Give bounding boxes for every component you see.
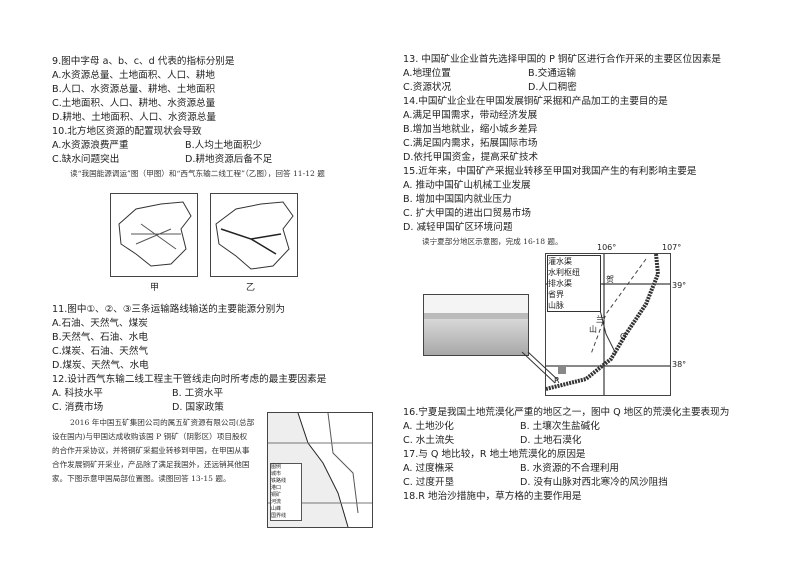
lat-38: 38° — [672, 360, 687, 369]
q13-option-a: A.地理位置 — [403, 68, 451, 79]
label-lan: 兰 — [596, 315, 604, 324]
q11-option-b: B.天然气、石油、水电 — [52, 332, 148, 343]
q13-option-c: C.资源状况 — [403, 82, 452, 93]
q12-option-b: B. 工资水平 — [172, 388, 224, 399]
q16-stem: 16.宁夏是我国土地荒漠化严重的地区之一，图中 Q 地区的荒漠化主要表现为 — [403, 407, 730, 418]
legend-peak: 山峰 — [271, 506, 282, 512]
q14-option-a: A.满足甲国需求，带动经济发展 — [403, 110, 538, 121]
q14-option-c: C.满足国内需求，拓展国际市场 — [403, 138, 538, 149]
lon-106: 106° — [597, 243, 617, 252]
q9-option-c: C.土地面积、人口、耕地、水资源总量 — [52, 98, 216, 109]
photo-grass-checkerboard — [423, 294, 529, 356]
q9-option-d: D.耕地、土地面积、人口、水资源总量 — [52, 112, 216, 123]
intro-11-12: 读“我国能源调运”图（甲图）和“西气东输二线工程”（乙图），回答 11-12 题 — [70, 169, 325, 178]
q10-option-d: D.耕地资源后备不足 — [185, 154, 273, 165]
legend-city: 城市 — [271, 471, 282, 477]
lon-107: 107° — [662, 243, 682, 252]
label-q: Q — [620, 332, 627, 341]
q15-option-c: C. 扩大甲国的进出口贸易市场 — [403, 208, 531, 219]
china-map-outline-icon — [215, 201, 294, 270]
map-energy-transport — [110, 193, 198, 277]
intro-13-15-line1: 2016 年中国五矿集团公司的属五矿资源有限公司(总部 — [70, 418, 255, 427]
intro-16-18: 读宁夏部分地区示意图，完成 16-18 题。 — [422, 237, 563, 246]
q9-option-a: A.水资源总量、土地面积、人口、耕地 — [52, 70, 215, 81]
q11-stem: 11.图中①、②、③三条运输路线输送的主要能源分别为 — [52, 304, 285, 315]
q10-option-c: C.缺水问题突出 — [52, 154, 120, 165]
legend-water-hub: 水利枢纽 — [548, 268, 580, 277]
q15-option-d: D. 减轻甲国矿区环境问题 — [403, 222, 513, 233]
q10-option-b: B.人均土地面积少 — [185, 140, 262, 151]
q14-option-d: D.依托甲国资金，提高采矿技术 — [403, 152, 539, 163]
legend-port: 港口 — [271, 485, 282, 491]
map-west-east-gas — [210, 193, 298, 277]
legend-title: 图例 — [271, 464, 282, 470]
label-shan: 山 — [589, 325, 597, 334]
map-label-jia: 甲 — [150, 283, 160, 293]
q10-stem: 10.北方地区资源的配置现状会导致 — [52, 126, 202, 137]
q16-option-c: C. 水土流失 — [403, 435, 455, 446]
q15-option-a: A. 推动中国矿山机械工业发展 — [403, 180, 531, 191]
map-legend: 图例 城市 铁路线 港口 铜矿 河流 山峰 国界线 — [270, 463, 302, 521]
legend-mountain: 山脉 — [548, 301, 564, 310]
q16-option-b: B. 土壤次生盐碱化 — [520, 421, 600, 432]
q13-option-b: B.交通运输 — [528, 68, 577, 79]
q17-option-a: A. 过度樵采 — [403, 463, 454, 474]
map-label-yi: 乙 — [246, 283, 256, 293]
q12-option-d: D. 国家政策 — [172, 402, 224, 413]
legend-province-border: 省界 — [548, 290, 564, 299]
intro-13-15-line4: 合作发展铜矿开采业，产品除了满足我国外，还远销其他国 — [52, 460, 250, 469]
q17-option-c: C. 过度开垦 — [403, 477, 455, 488]
q15-stem: 15.近年来，中国矿产采掘业转移至甲国对我国产生的有利影响主要是 — [403, 166, 697, 177]
q12-option-c: C. 消费市场 — [52, 402, 104, 413]
q10-option-a: A.水资源浪费严重 — [52, 140, 129, 151]
q14-option-b: B.增加当地就业，缩小城乡差异 — [403, 124, 538, 135]
q17-stem: 17.与 Q 地比较，R 地土地荒漠化的原因是 — [403, 449, 586, 460]
legend-border: 国界线 — [271, 513, 287, 519]
callout-line-icon — [521, 351, 559, 384]
china-map-outline-icon — [118, 201, 192, 267]
q14-stem: 14.中国矿业企业在甲国发展铜矿采掘和产品加工的主要目的是 — [403, 96, 668, 107]
q12-stem: 12.设计西气东输二线工程主干管线走向时所考虑的最主要因素是 — [52, 374, 327, 385]
intro-13-15-line2: 设在国内)与甲国达成收购该国 P 铜矿（阴影区）项目股权 — [52, 432, 248, 441]
q17-option-d: D. 没有山脉对西北寒冷的风沙阻挡 — [520, 477, 668, 488]
map-country-jia: 图例 城市 铁路线 港口 铜矿 河流 山峰 国界线 — [267, 412, 373, 528]
q11-option-a: A.石油、天然气、煤炭 — [52, 318, 148, 329]
q9-stem: 9.图中字母 a、b、c、d 代表的指标分别是 — [52, 56, 235, 67]
q12-option-a: A. 科技水平 — [52, 388, 103, 399]
q9-option-b: B.人口、水资源总量、耕地、土地面积 — [52, 84, 216, 95]
lat-39: 39° — [672, 281, 687, 290]
q11-option-c: C.煤炭、石油、天然气 — [52, 346, 149, 357]
legend-copper-mine: 铜矿 — [271, 492, 282, 498]
label-he: 贺 — [606, 275, 614, 284]
legend-railway: 铁路线 — [271, 478, 287, 484]
legend-river: 河流 — [271, 499, 282, 505]
q13-stem: 13. 中国矿业企业首先选择甲国的 P 铜矿区进行合作开采的主要区位因素是 — [403, 54, 722, 65]
q17-option-b: B. 水资源的不合理利用 — [520, 463, 620, 474]
map-ningxia: 灌水渠 水利枢纽 排水渠 省界 山脉 贺 兰 山 Q R — [545, 253, 671, 396]
q11-option-d: D.煤炭、天然气、水电 — [52, 360, 149, 371]
q15-option-b: B. 增加中国国内就业压力 — [403, 194, 512, 205]
q13-option-d: D.人口稠密 — [528, 82, 577, 93]
map-legend: 灌水渠 水利枢纽 排水渠 省界 山脉 — [547, 255, 601, 312]
q18-stem: 18.R 地治沙措施中，草方格的主要作用是 — [403, 491, 582, 502]
q16-option-a: A. 土地沙化 — [403, 421, 454, 432]
intro-13-15-line5: 家。下图示意甲国局部位置图。读图回答 13-15 题。 — [52, 474, 231, 483]
legend-drainage-canal: 排水渠 — [548, 279, 572, 288]
q16-option-d: D. 土地石漠化 — [520, 435, 582, 446]
label-r: R — [554, 376, 560, 385]
legend-irrigation-canal: 灌水渠 — [548, 257, 572, 266]
intro-13-15-line3: 的合作开采协议，并将铜矿采掘业转移到甲国，在甲国从事 — [52, 446, 250, 455]
